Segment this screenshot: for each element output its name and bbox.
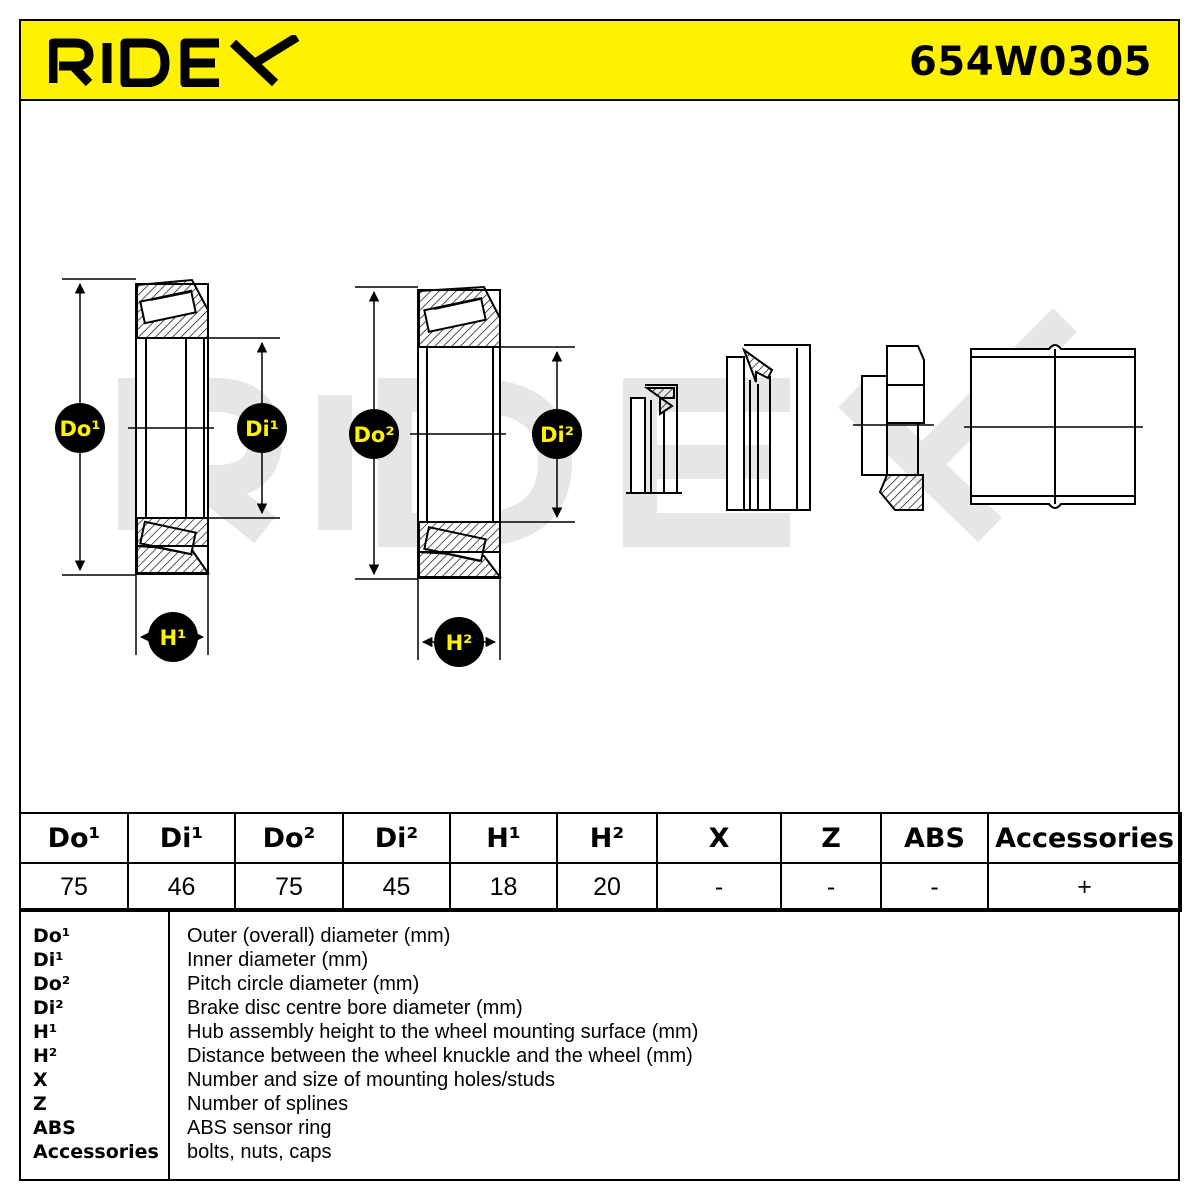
header-di2: Di² (342, 812, 451, 864)
legend-box: Do¹ Outer (overall) diameter (mm) Di¹ In… (19, 908, 1180, 1181)
label-do1: Do¹ (55, 403, 105, 453)
large-seal-drawing (726, 344, 811, 511)
header-bar: 654W0305 (19, 19, 1180, 101)
header-z: Z (780, 812, 882, 864)
legend-desc: Hub assembly height to the wheel mountin… (187, 1021, 699, 1043)
legend-desc: Outer (overall) diameter (mm) (187, 925, 451, 947)
legend-key: X (33, 1069, 48, 1091)
legend-row: Do² Pitch circle diameter (mm) (21, 972, 1178, 996)
label-h2: H² (434, 617, 484, 667)
legend-row: ABS ABS sensor ring (21, 1116, 1178, 1140)
bearing-1-drawing (128, 278, 214, 575)
legend-key: Z (33, 1093, 47, 1115)
value-h2: 20 (556, 862, 658, 912)
legend-row: Di² Brake disc centre bore diameter (mm) (21, 996, 1178, 1020)
legend-row: Di¹ Inner diameter (mm) (21, 948, 1178, 972)
small-seal-drawing (626, 384, 682, 494)
legend-row: H¹ Hub assembly height to the wheel moun… (21, 1020, 1178, 1044)
label-h1: H¹ (148, 612, 198, 662)
legend-desc: bolts, nuts, caps (187, 1141, 332, 1163)
specs-header-row: Do¹ Di¹ Do² Di² H¹ H² X Z ABS Accessorie… (19, 812, 1182, 864)
legend-key: Di² (33, 997, 64, 1019)
bearing-2-drawing (410, 285, 506, 579)
label-do2: Do² (349, 409, 399, 459)
label-di1: Di¹ (237, 403, 287, 453)
legend-key: Do² (33, 973, 71, 995)
legend-desc: Inner diameter (mm) (187, 949, 369, 971)
value-accessories: + (987, 862, 1182, 912)
svg-text:Do¹: Do¹ (59, 417, 100, 441)
header-h2: H² (556, 812, 658, 864)
legend-key: Accessories (33, 1141, 159, 1163)
header-abs: ABS (880, 812, 989, 864)
specs-table: Do¹ Di¹ Do² Di² H¹ H² X Z ABS Accessorie… (19, 812, 1182, 912)
specs-value-row: 75 46 75 45 18 20 - - - + (19, 862, 1182, 912)
legend-key: Di¹ (33, 949, 64, 971)
legend-desc: ABS sensor ring (187, 1117, 332, 1139)
part-number: 654W0305 (909, 39, 1152, 85)
value-h1: 18 (449, 862, 558, 912)
spacer-sleeve-drawing (964, 344, 1143, 509)
legend-desc: Distance between the wheel knuckle and t… (187, 1045, 693, 1067)
legend-key: H² (33, 1045, 58, 1067)
legend-divider (168, 910, 170, 1179)
legend-desc: Brake disc centre bore diameter (mm) (187, 997, 523, 1019)
hub-nut-drawing (853, 345, 934, 511)
value-do1: 75 (19, 862, 129, 912)
svg-text:Do²: Do² (353, 423, 394, 447)
label-di2: Di² (532, 409, 582, 459)
value-abs: - (880, 862, 989, 912)
legend-desc: Number of splines (187, 1093, 349, 1115)
legend-row: X Number and size of mounting holes/stud… (21, 1068, 1178, 1092)
legend-key: H¹ (33, 1021, 58, 1043)
ridex-logo (49, 35, 300, 87)
value-z: - (780, 862, 882, 912)
header-do2: Do² (234, 812, 344, 864)
value-do2: 75 (234, 862, 344, 912)
legend-row: Accessories bolts, nuts, caps (21, 1140, 1178, 1164)
legend-row: Z Number of splines (21, 1092, 1178, 1116)
value-di1: 46 (127, 862, 236, 912)
svg-text:Di²: Di² (540, 423, 574, 447)
header-x: X (656, 812, 782, 864)
value-x: - (656, 862, 782, 912)
header-do1: Do¹ (19, 812, 129, 864)
svg-text:Di¹: Di¹ (245, 417, 279, 441)
legend-row: Do¹ Outer (overall) diameter (mm) (21, 924, 1178, 948)
technical-drawing: Do¹ Di¹ H¹ Do² Di² H² (55, 278, 1143, 667)
header-h1: H¹ (449, 812, 558, 864)
legend-key: ABS (33, 1117, 76, 1139)
svg-text:H²: H² (446, 631, 473, 655)
bearing-2-dimensions (355, 286, 575, 660)
legend-desc: Pitch circle diameter (mm) (187, 973, 420, 995)
value-di2: 45 (342, 862, 451, 912)
svg-text:H¹: H¹ (160, 626, 187, 650)
header-di1: Di¹ (127, 812, 236, 864)
header-accessories: Accessories (987, 812, 1182, 864)
legend-row: H² Distance between the wheel knuckle an… (21, 1044, 1178, 1068)
legend-key: Do¹ (33, 925, 71, 947)
legend-desc: Number and size of mounting holes/studs (187, 1069, 555, 1091)
